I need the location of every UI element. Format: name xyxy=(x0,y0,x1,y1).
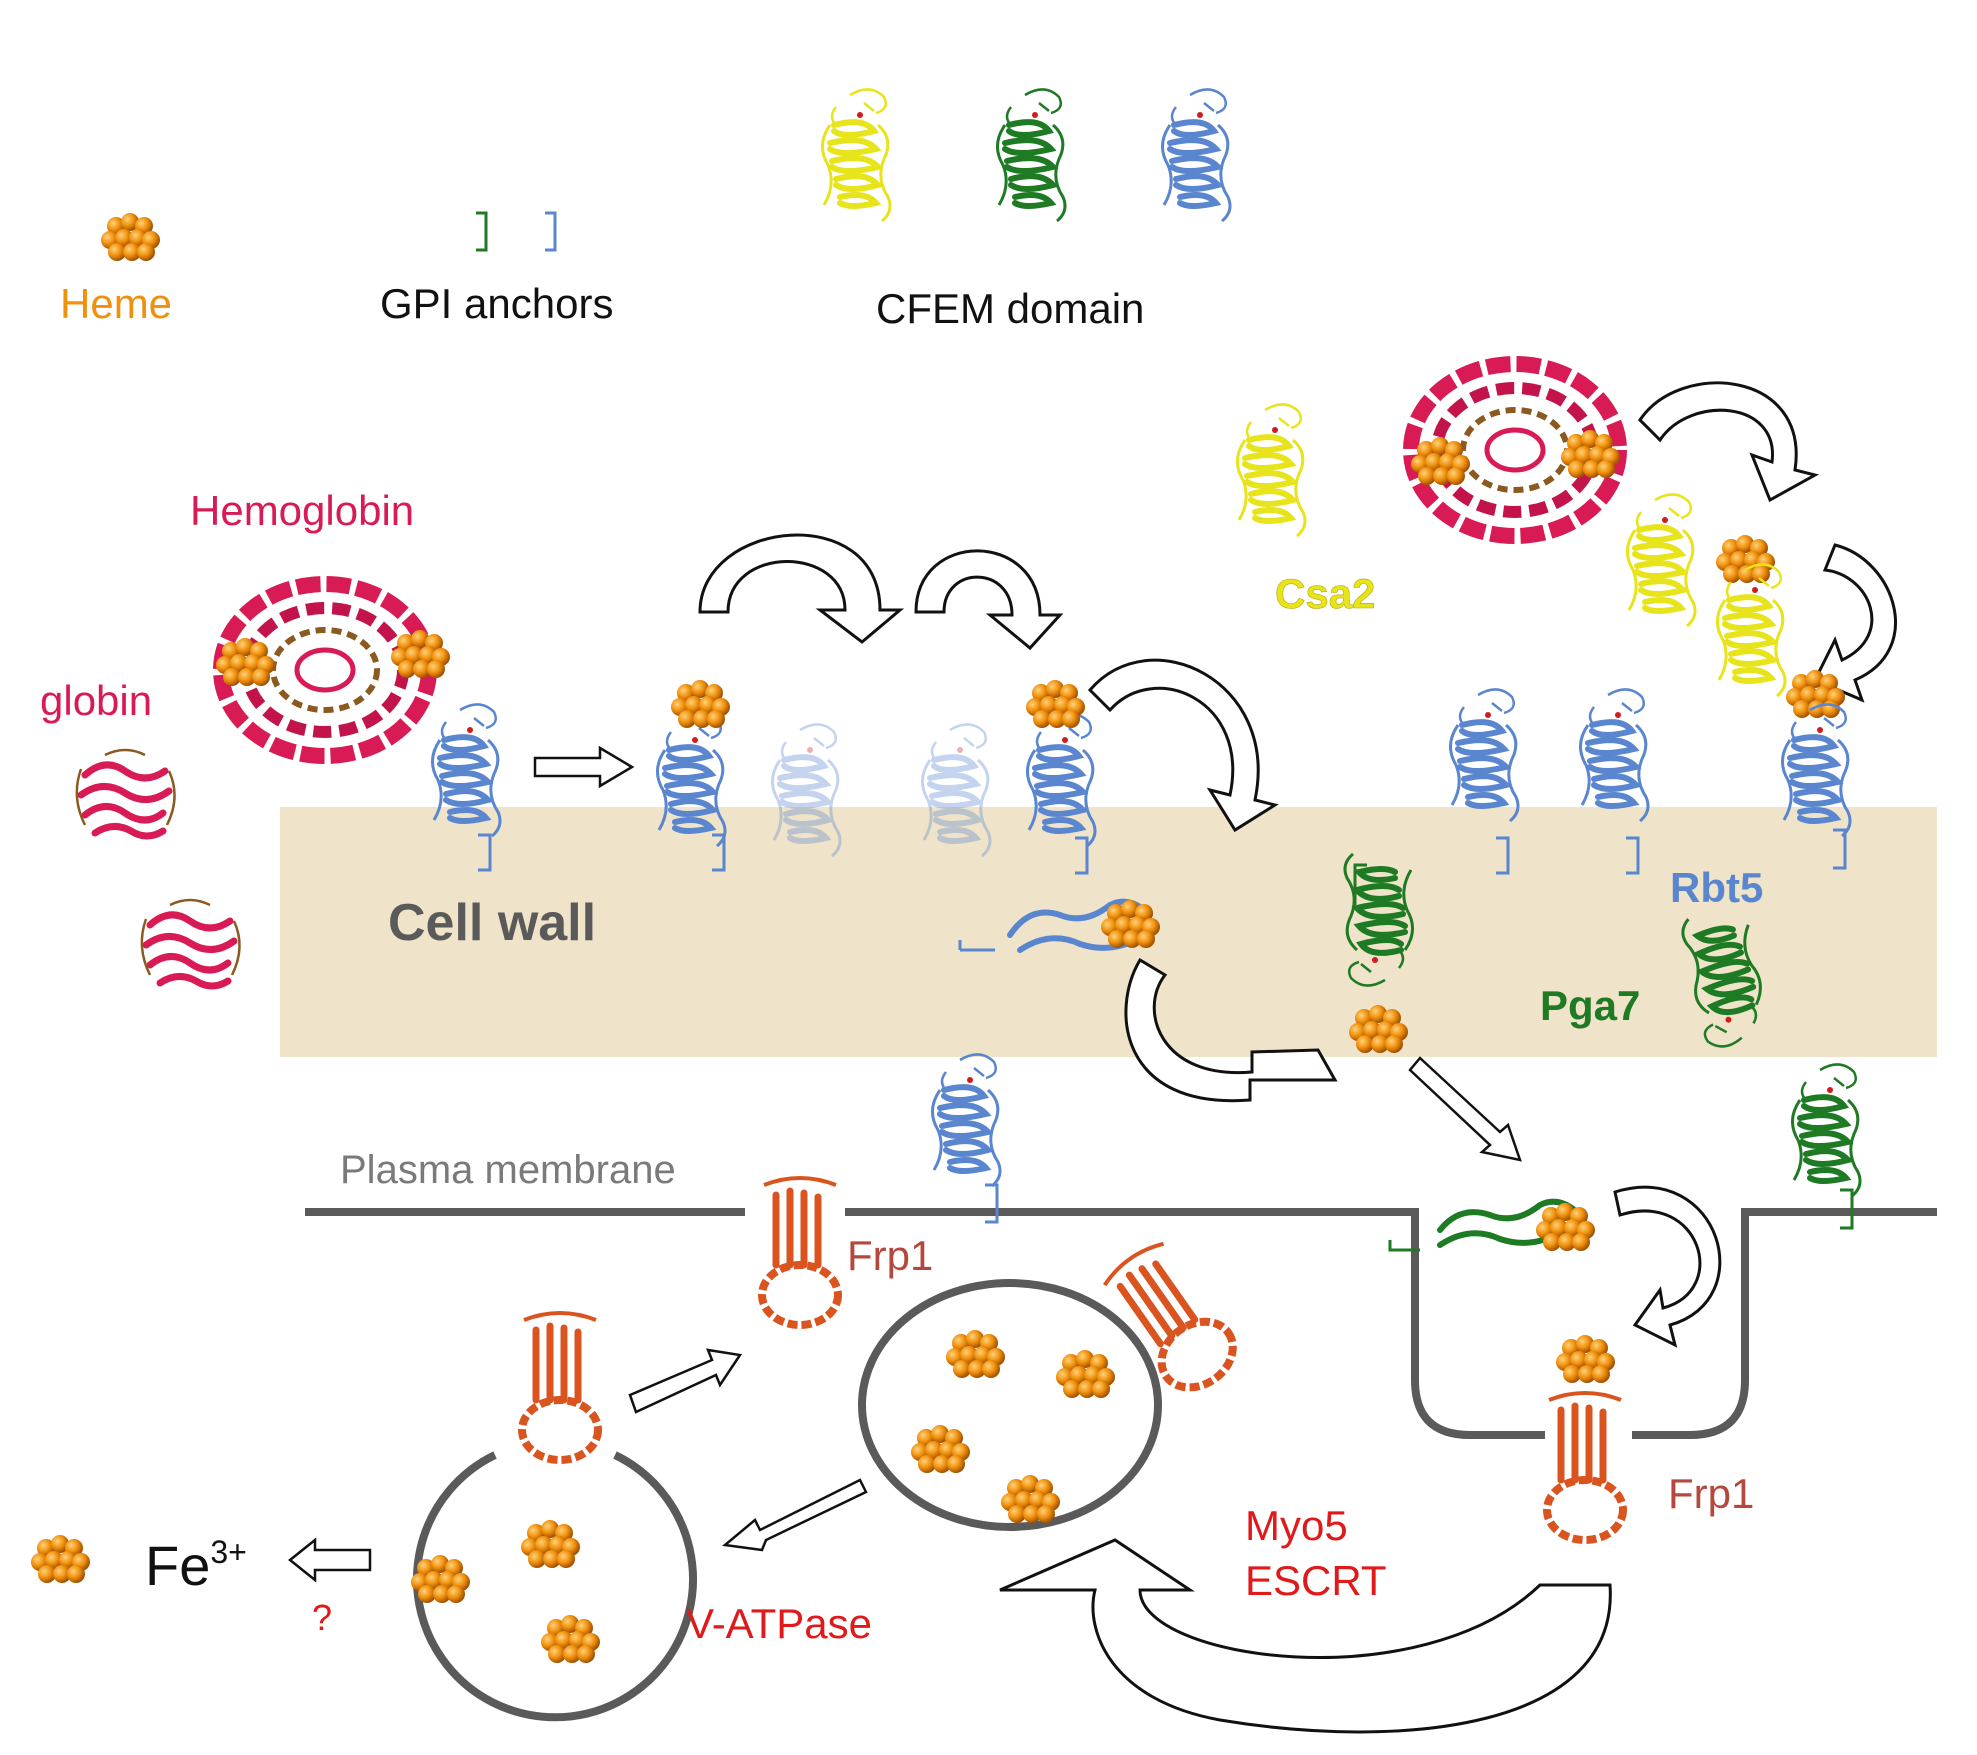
cfem-green-icon xyxy=(997,89,1065,221)
gpi-anchor-right-3 xyxy=(1833,828,1847,870)
label-plasma-membrane: Plasma membrane xyxy=(340,1148,676,1192)
label-myo5: Myo5 xyxy=(1245,1502,1348,1549)
heme-endosome-4 xyxy=(1001,1475,1060,1523)
label-fe: Fe3+ xyxy=(145,1534,247,1597)
rbt5-cfem-membrane xyxy=(932,1054,1000,1186)
rbt5-flat-in-wall xyxy=(958,898,1160,953)
label-cell-wall: Cell wall xyxy=(388,894,596,952)
gpi-anchor-2 xyxy=(712,833,726,872)
pga7-cfem-right-2 xyxy=(1792,1064,1860,1196)
heme-on-frp1-right xyxy=(1556,1335,1615,1383)
rbt5-cfem-right-1 xyxy=(1450,689,1518,821)
gpi-anchor-1 xyxy=(478,833,492,872)
gpi-anchor-3 xyxy=(1075,836,1089,875)
frp1-vacuole-structure xyxy=(522,1313,598,1460)
label-vatpase: V-ATPase xyxy=(686,1600,872,1647)
endocytosis-arrow xyxy=(999,1538,1612,1734)
heme-legend-icon xyxy=(101,213,160,261)
heme-on-rbt5-3 xyxy=(1026,680,1085,728)
pga7-flat-membrane xyxy=(1388,1198,1595,1252)
heme-in-hemoglobin-right xyxy=(391,630,450,678)
heme-transfer-arc-4 xyxy=(1124,957,1338,1103)
heme-free-left xyxy=(31,1535,90,1583)
gpi-anchor-blue-icon xyxy=(545,211,557,252)
heme-vacuole-2 xyxy=(521,1520,580,1568)
transfer-arrow-1 xyxy=(533,745,635,789)
label-question: ? xyxy=(312,1597,332,1638)
heme-transfer-arc-5 xyxy=(1613,1185,1722,1348)
csa2-bound-cfem xyxy=(1627,494,1695,626)
label-frp1-top: Frp1 xyxy=(847,1232,933,1279)
label-globin: globin xyxy=(40,677,152,724)
heme-transfer-arc-6 xyxy=(1638,381,1820,503)
heme-transfer-arc-3 xyxy=(1087,658,1279,833)
label-hemoglobin: Hemoglobin xyxy=(190,487,414,534)
heme-on-rbt5-2 xyxy=(671,680,730,728)
label-frp1-right: Frp1 xyxy=(1668,1470,1754,1517)
label-pga7: Pga7 xyxy=(1540,982,1640,1029)
fe-release-arrow xyxy=(287,1537,372,1583)
heme-endosome-1 xyxy=(946,1330,1005,1378)
gpi-anchor-right-1 xyxy=(1496,836,1510,875)
cfem-blue-icon xyxy=(1162,89,1230,221)
heme-transfer-arc-1 xyxy=(698,533,905,644)
legend-gpi: GPI anchors xyxy=(380,280,613,327)
label-csa2: Csa2 xyxy=(1275,570,1375,617)
heme-on-csa2 xyxy=(1716,535,1775,583)
frp1-top-structure xyxy=(762,1178,838,1325)
gpi-anchor-membrane xyxy=(985,1183,999,1224)
plasma-membrane xyxy=(305,1208,1937,1439)
transfer-arrow-diagonal xyxy=(1408,1056,1522,1162)
label-rbt5: Rbt5 xyxy=(1670,864,1763,911)
globin-structure-1 xyxy=(77,750,175,836)
heme-vacuole-1 xyxy=(411,1555,470,1603)
heme-in-hemoglobin-left xyxy=(216,638,275,686)
endosome-to-vacuole-arrow xyxy=(722,1478,868,1552)
rbt5-cfem-right-2 xyxy=(1580,689,1648,821)
legend-cfem: CFEM domain xyxy=(876,285,1144,332)
csa2-free-cfem xyxy=(1237,404,1305,536)
heme-endosome-2 xyxy=(1056,1350,1115,1398)
legend-heme: Heme xyxy=(60,280,172,327)
gpi-anchor-green-icon xyxy=(476,211,488,252)
frp1-right-structure xyxy=(1547,1393,1623,1540)
gpi-anchor-pga7-wall xyxy=(1353,863,1367,905)
heme-endosome-3 xyxy=(911,1425,970,1473)
heme-transfer-arc-7 xyxy=(1812,543,1897,703)
endosome-vesicle xyxy=(858,1279,1162,1531)
label-escrt: ESCRT xyxy=(1245,1557,1387,1604)
heme-vacuole-3 xyxy=(541,1615,600,1663)
heme-transfer-arc-2 xyxy=(914,549,1064,651)
vacuole-vesicle xyxy=(413,1451,697,1722)
csa2-with-heme-cfem xyxy=(1717,564,1785,696)
globin-structure-2 xyxy=(142,900,240,986)
recycle-arrow xyxy=(628,1348,743,1414)
gpi-anchor-pga7-right xyxy=(1840,1188,1854,1230)
gpi-anchor-right-2 xyxy=(1626,836,1640,875)
cfem-yellow-icon xyxy=(822,89,890,221)
